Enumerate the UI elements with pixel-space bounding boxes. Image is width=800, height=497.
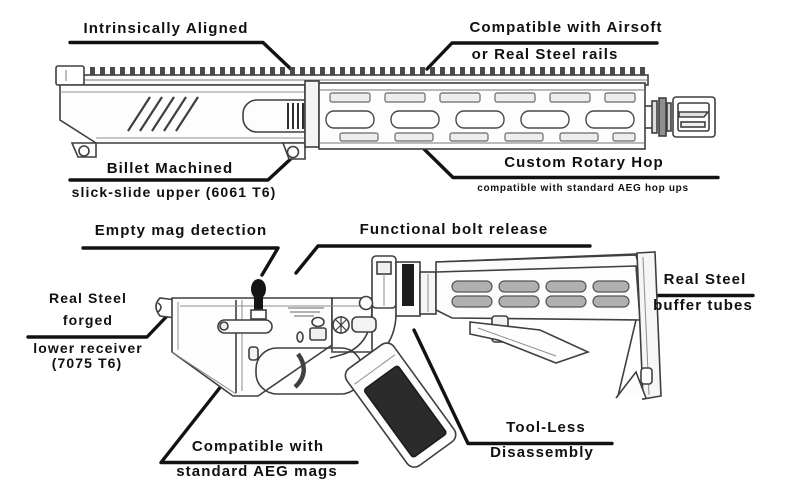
front-pivot-lug	[155, 297, 177, 319]
receiver-roll-marks	[288, 307, 324, 317]
stock-adjust-lever	[469, 315, 591, 364]
takedown-pin	[358, 295, 374, 311]
lower-receiver-assembly-drawing	[155, 251, 662, 468]
upper-receiver-assembly-drawing	[55, 65, 716, 160]
callout-rail-compat-line2: or Real Steel rails	[471, 46, 619, 63]
callout-bolt-release: Functional bolt release	[359, 221, 549, 238]
callout-rail-compat-line1: Compatible with Airsoft	[469, 19, 663, 36]
pistol-grip	[344, 342, 457, 468]
safety-selector	[351, 316, 377, 333]
receiver-serrations	[127, 96, 199, 132]
callout-intrinsically-aligned: Intrinsically Aligned	[83, 20, 249, 37]
callout-billet-line2: slick-slide upper (6061 T6)	[71, 184, 277, 200]
bolt-release-paddle	[217, 319, 273, 334]
castle-nut	[402, 264, 414, 306]
leader-aeg-mags	[159, 383, 359, 465]
leader-rail-compat	[425, 41, 659, 71]
stock-slots	[451, 280, 630, 308]
callout-toolless-line1: Tool-Less	[506, 419, 586, 436]
rear-strap-inner	[329, 307, 373, 359]
callout-rotary-hop-title: Custom Rotary Hop	[504, 154, 664, 171]
callout-aeg-mags-line1: Compatible with	[191, 438, 325, 455]
receiver-lugs	[70, 142, 306, 160]
trigger	[293, 352, 306, 389]
buttstock	[435, 251, 662, 400]
butt-plate	[615, 251, 662, 400]
leader-intrinsically-aligned	[68, 40, 295, 73]
controls-cluster	[296, 295, 377, 343]
grip-stipple-panel	[363, 365, 447, 458]
callout-forged-lower-line3: lower receiver	[33, 340, 143, 356]
callout-leader-lines	[26, 40, 755, 465]
callout-empty-mag: Empty mag detection	[94, 222, 268, 239]
callout-buffer-tubes-line2: buffer tubes	[653, 297, 753, 314]
handguard-top-slots	[329, 92, 636, 103]
leader-bolt-release	[294, 244, 592, 275]
handguard-mlok-slots	[325, 110, 635, 129]
leader-rotary-hop	[422, 147, 720, 180]
callout-billet-line1: Billet Machined	[106, 160, 234, 177]
barrel-nut	[304, 80, 320, 148]
callout-buffer-tubes-line1: Real Steel	[663, 271, 747, 288]
leader-toolless	[412, 328, 614, 446]
callout-forged-lower-line1: Real Steel	[49, 290, 127, 306]
leader-billet-upper	[68, 152, 298, 182]
callout-toolless-line2: Disassembly	[490, 444, 594, 461]
callout-forged-lower-line4: (7075 T6)	[51, 355, 123, 371]
callout-aeg-mags-line2: standard AEG mags	[176, 463, 338, 480]
handguard	[318, 82, 646, 150]
handguard-bottom-slots	[339, 132, 636, 142]
buffer-tower	[371, 255, 397, 309]
empty-mag-indicator	[250, 279, 267, 320]
flash-hider	[645, 96, 716, 138]
leader-empty-mag	[81, 246, 280, 277]
charging-handle-latch	[55, 65, 85, 86]
callout-rotary-hop-subtitle: compatible with standard AEG hop ups	[477, 183, 689, 194]
buffer-tube	[395, 261, 437, 317]
callout-forged-lower-line2: forged	[62, 312, 114, 328]
leader-forged-lower	[26, 313, 170, 339]
